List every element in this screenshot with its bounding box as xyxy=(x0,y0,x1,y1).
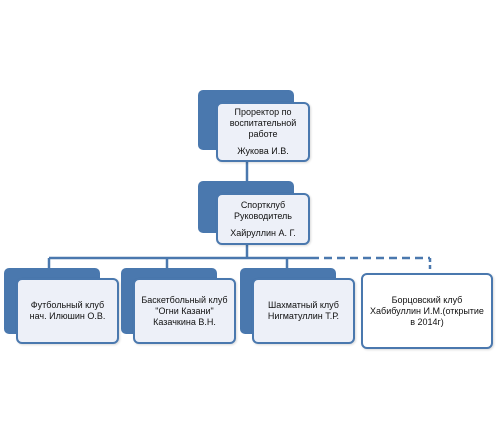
wrestling-line-2: Хабибуллин И.М.(открытие xyxy=(370,305,484,316)
basketball-line-3: Казачкина В.Н. xyxy=(153,316,216,327)
wrestling-line-1: Борцовский клуб xyxy=(391,294,463,305)
football-line-2: нач. Илюшин О.В. xyxy=(29,311,106,321)
chess-line-1: Шахматный клуб xyxy=(268,300,339,310)
prorector-line-3: работе xyxy=(248,129,278,139)
node-wrestling: Борцовский клуб Хабибуллин И.М.(открытие… xyxy=(361,273,493,349)
sportclub-line-3: Хайруллин А. Г. xyxy=(230,227,296,238)
wrestling-line-3: в 2014г) xyxy=(410,316,444,327)
basketball-line-1: Баскетбольный клуб xyxy=(141,294,228,305)
football-line-1: Футбольный клуб xyxy=(30,300,105,310)
sportclub-line-2: Руководитель xyxy=(234,210,292,221)
basketball-line-2: "Огни Казани" xyxy=(155,305,214,316)
chess-line-2: Нигматуллин Т.Р. xyxy=(267,311,340,321)
prorector-line-4: Жукова И.В. xyxy=(237,146,289,156)
sportclub-line-1: Спортклуб xyxy=(240,199,286,210)
prorector-line-1: Проректор по xyxy=(234,107,292,117)
prorector-line-2: воспитательной xyxy=(229,118,297,128)
